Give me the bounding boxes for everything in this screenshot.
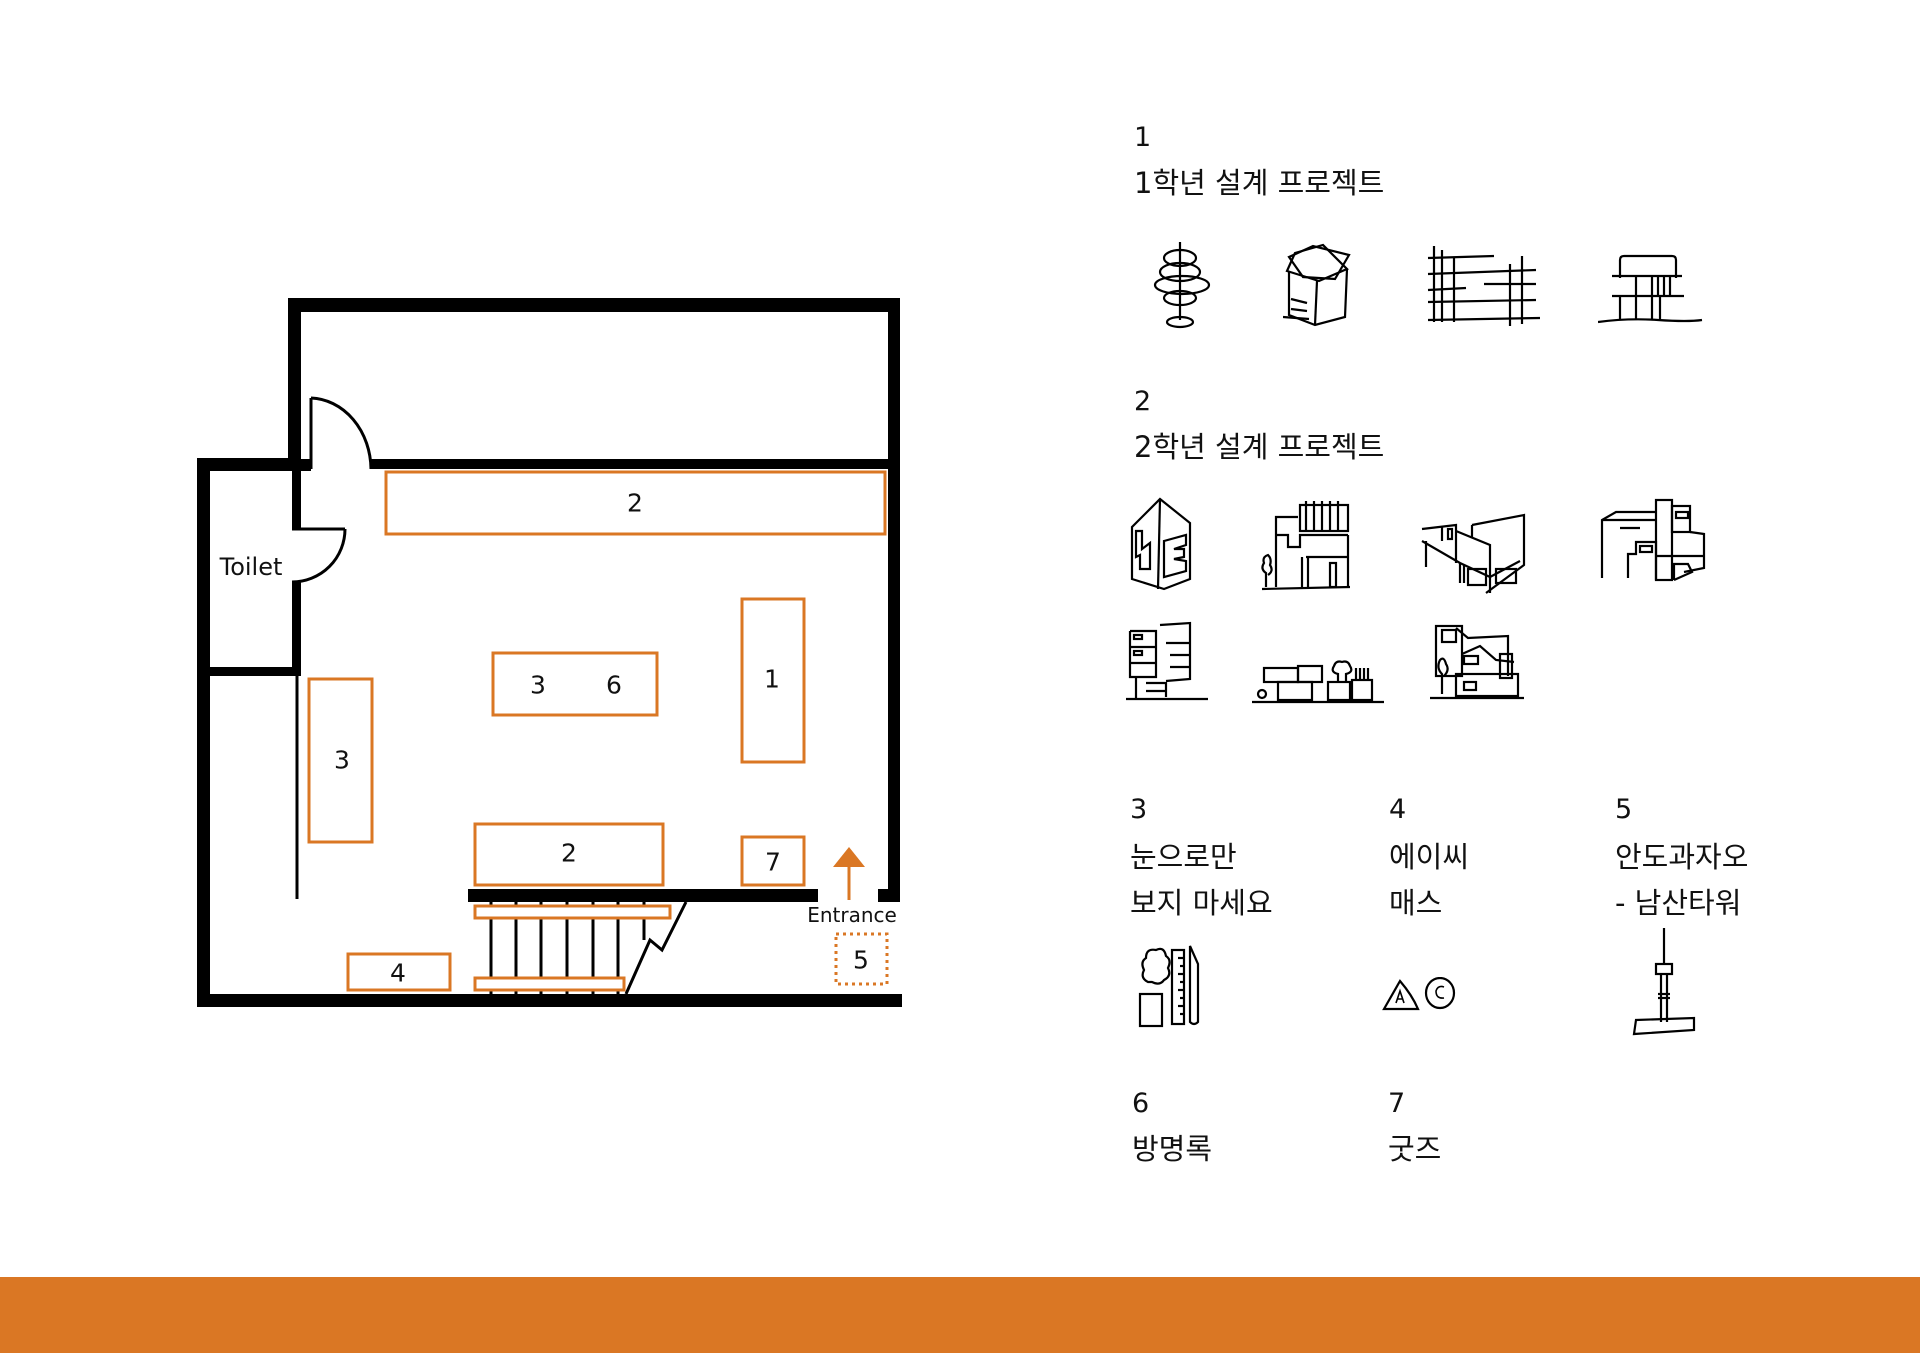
booth-7 — [740, 835, 806, 887]
legend-7-number: 7 — [1388, 1088, 1406, 1119]
booth-3-6 — [491, 651, 659, 717]
legend-7-line-1: 굿즈 — [1388, 1132, 1442, 1166]
low-blocks-sketch-icon — [1252, 660, 1384, 704]
booth-2-top — [384, 470, 887, 536]
booth-2-bottom — [473, 822, 665, 887]
legend-1-number: 1 — [1134, 122, 1152, 153]
booth-2-top-label: 2 — [627, 488, 643, 518]
legend-5-number: 5 — [1615, 794, 1633, 825]
stair-booth-upper — [473, 904, 672, 920]
booth-4 — [346, 952, 452, 992]
upper-door — [309, 396, 373, 470]
terraced-tower-sketch-icon — [1126, 621, 1208, 701]
grid-lines-sketch-icon — [1427, 246, 1541, 326]
stacked-volumes-sketch-icon — [1600, 498, 1706, 582]
complex-facade-sketch-icon — [1430, 624, 1524, 700]
legend-6-number: 6 — [1132, 1088, 1150, 1119]
booth-4-label: 4 — [390, 958, 406, 988]
legend-5-line-2: - 남산타워 — [1615, 886, 1742, 920]
legend-5-line-1: 안도과자오 — [1615, 840, 1749, 874]
louvered-house-sketch-icon — [1261, 501, 1351, 591]
booth-6-label: 6 — [606, 670, 622, 700]
booth-1 — [740, 597, 806, 764]
booths — [307, 470, 887, 992]
booth-1-label: 1 — [764, 664, 780, 694]
entrance-label: Entrance — [807, 903, 897, 927]
namsan-tower-sketch-icon — [1632, 928, 1696, 1036]
booth-2-bottom-label: 2 — [561, 838, 577, 868]
legend-3-line-2: 보지 마세요 — [1130, 886, 1273, 920]
twisted-cube-sketch-icon — [1283, 243, 1351, 327]
floor-plan-drawing — [197, 298, 902, 1007]
toilet-door — [291, 527, 347, 584]
a-c-mass-sketch-icon — [1382, 977, 1456, 1011]
walls — [197, 298, 902, 1007]
stair-booth-lower — [473, 976, 626, 992]
legend-4-line-2: 매스 — [1389, 886, 1443, 920]
legend-2-number: 2 — [1134, 386, 1152, 417]
legend-4-number: 4 — [1389, 794, 1407, 825]
footer-accent-bar — [0, 1277, 1920, 1353]
toilet-label: Toilet — [219, 553, 283, 581]
booth-3-label: 3 — [530, 670, 546, 700]
booth-3-left — [307, 677, 374, 844]
legend-2-title: 2학년 설계 프로젝트 — [1134, 430, 1385, 464]
model-tools-sketch-icon — [1138, 945, 1200, 1028]
booth-7-label: 7 — [765, 847, 781, 877]
entrance-arrow-icon — [833, 847, 865, 900]
letter-building-sketch-icon — [1130, 497, 1192, 591]
booth-3-left-label: 3 — [334, 745, 350, 775]
legend-4-line-1: 에이씨 — [1389, 840, 1470, 874]
angled-building-sketch-icon — [1421, 513, 1526, 594]
booth-5-label: 5 — [853, 945, 869, 975]
legend-3-line-1: 눈으로만 — [1130, 840, 1237, 874]
booth-5 — [834, 932, 889, 986]
legend-3-number: 3 — [1130, 794, 1148, 825]
legend-6-line-1: 방명록 — [1132, 1132, 1213, 1166]
pavilion-sketch-icon — [1598, 254, 1703, 324]
spiral-tower-sketch-icon — [1153, 242, 1211, 329]
legend-1-title: 1학년 설계 프로젝트 — [1134, 166, 1385, 200]
